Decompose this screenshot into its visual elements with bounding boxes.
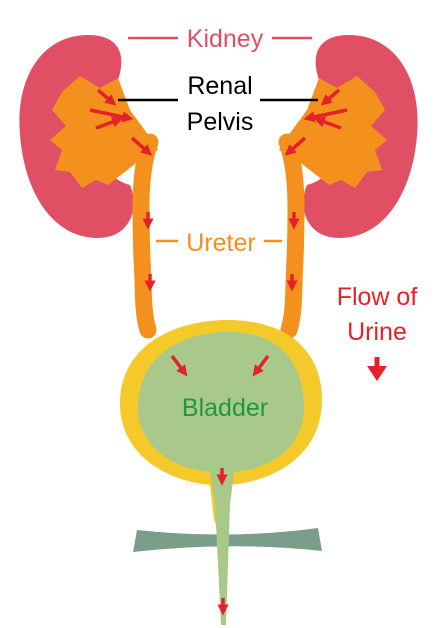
right-ureter bbox=[287, 142, 296, 330]
flow-of-urine-label-line1: Flow of bbox=[337, 283, 418, 311]
ureter-label: Ureter bbox=[186, 229, 255, 257]
renal-pelvis-label-line2: Pelvis bbox=[187, 108, 254, 136]
flow-of-urine-label-line2: Urine bbox=[347, 318, 407, 346]
left-ureter bbox=[141, 142, 150, 330]
bladder-label: Bladder bbox=[182, 394, 268, 422]
down-arrow-icon bbox=[367, 357, 387, 381]
kidney-label: Kidney bbox=[187, 25, 264, 53]
renal-pelvis-label-line1: Renal bbox=[187, 72, 252, 100]
